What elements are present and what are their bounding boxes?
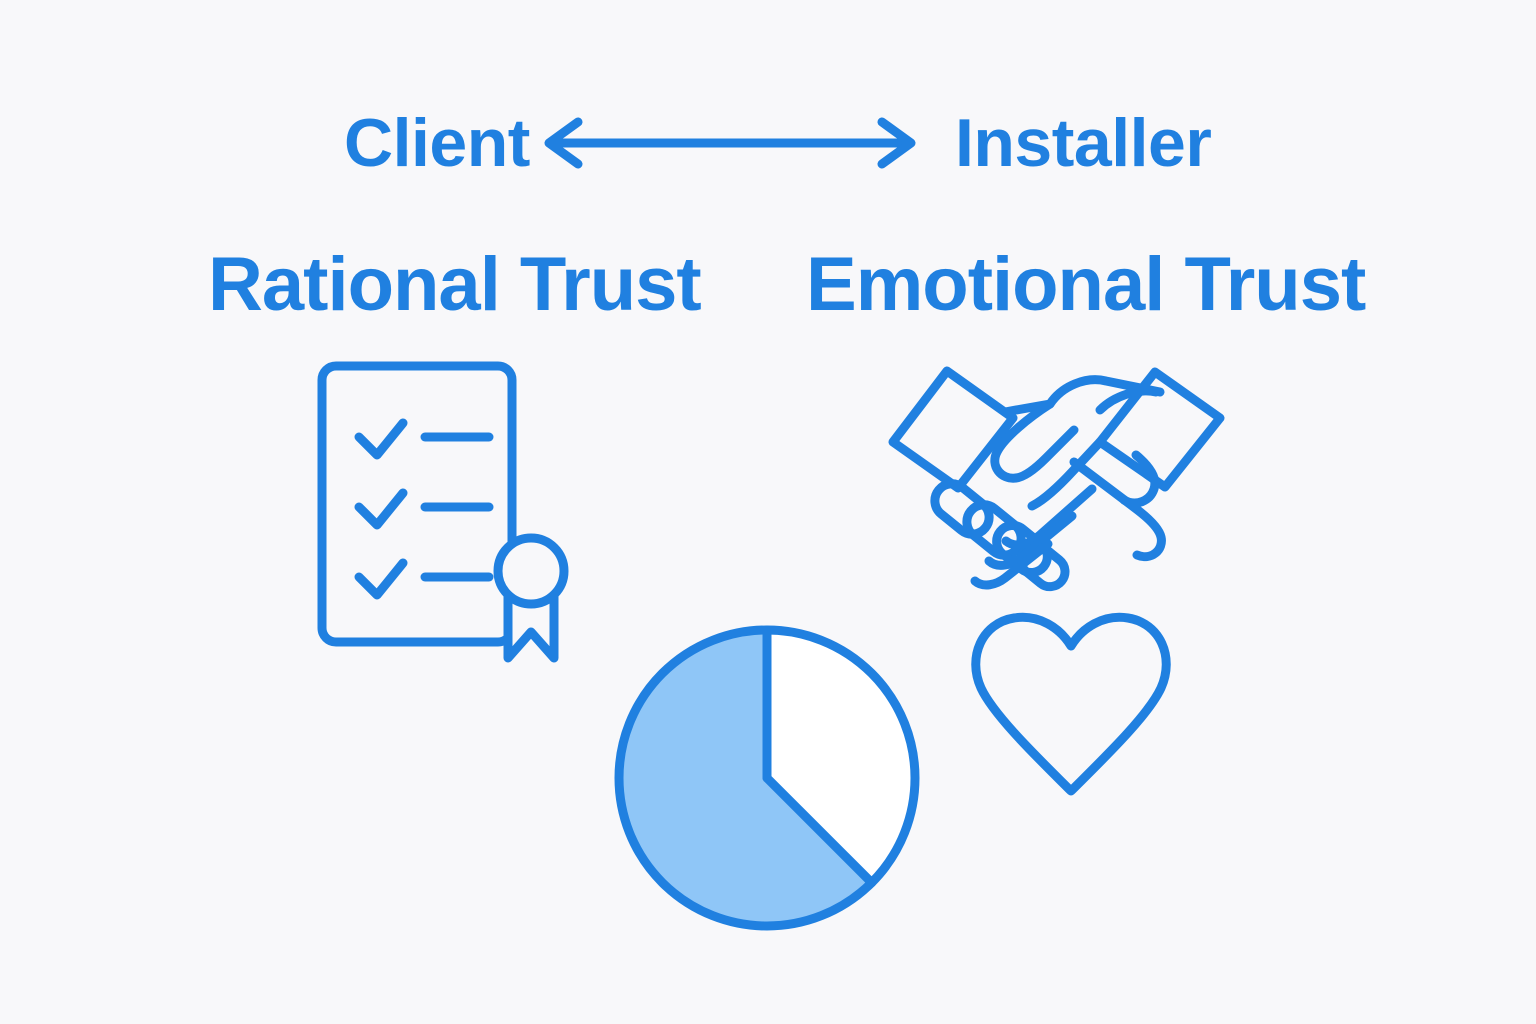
client-label: Client [344,105,530,181]
pie-chart-icon [614,625,920,931]
certificate-checklist-icon [317,361,569,663]
handshake-icon [888,366,1225,592]
emotional-trust-heading: Emotional Trust [806,242,1366,327]
heart-icon [971,612,1171,796]
pie-slice-major [619,630,872,926]
installer-label: Installer [955,105,1212,181]
double-headed-arrow-icon [544,117,916,169]
pie-slice-minor [767,630,915,883]
rational-trust-heading: Rational Trust [208,242,702,327]
